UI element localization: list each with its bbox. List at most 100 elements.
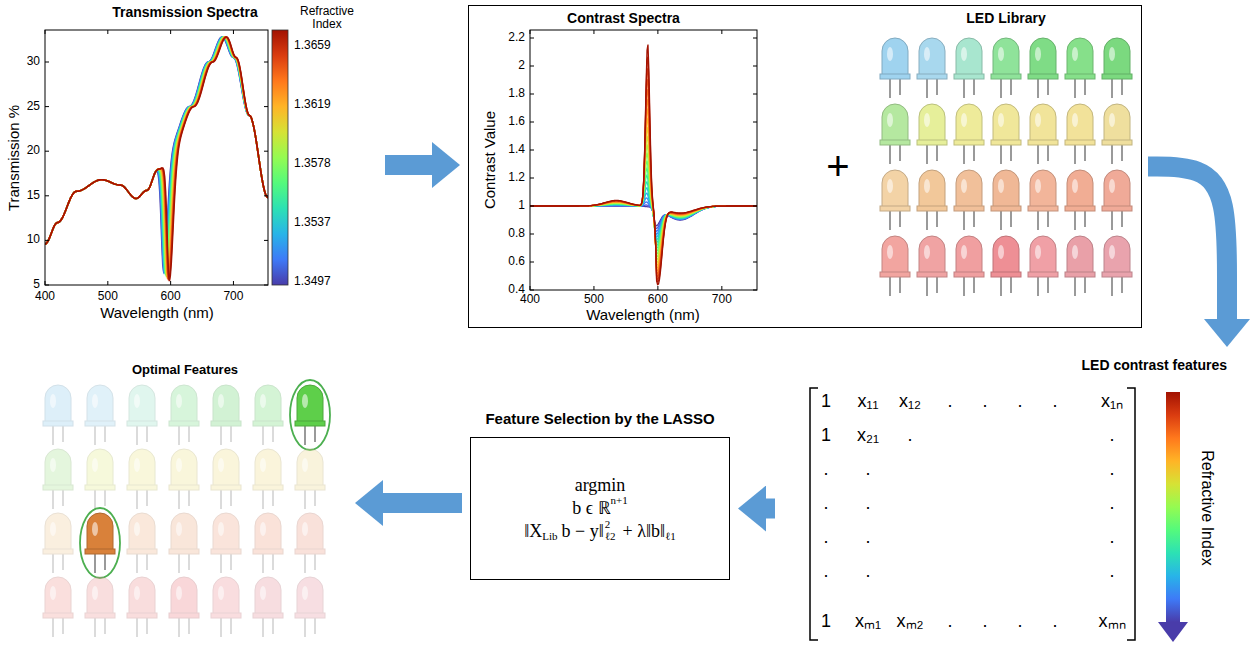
- led-flange: [85, 549, 115, 554]
- led-leg: [314, 618, 316, 634]
- matrix-entry: .: [1109, 562, 1114, 582]
- tick-mark: [530, 234, 534, 235]
- matrix-entry: x₁₂: [899, 392, 921, 412]
- axis-label: 500: [584, 293, 604, 306]
- tick-mark: [233, 30, 234, 34]
- led-icon: [880, 236, 910, 296]
- flow-arrow: [1148, 167, 1227, 320]
- led-dome: [1104, 104, 1130, 142]
- led-dome: [919, 38, 945, 76]
- tick-mark: [657, 30, 658, 34]
- led-flange: [880, 74, 910, 79]
- led-highlight: [1109, 47, 1115, 61]
- led-leg: [104, 618, 106, 634]
- matrix-entry: .: [823, 494, 828, 514]
- formula-term: Lib: [542, 530, 557, 544]
- led-highlight: [50, 586, 56, 600]
- tick-mark: [264, 285, 268, 286]
- led-icon: [880, 170, 910, 230]
- axis-label: 0.4: [508, 283, 525, 296]
- led-icon: [127, 385, 157, 445]
- led-flange: [991, 74, 1021, 79]
- led-dome: [255, 385, 281, 423]
- led-icon: [43, 385, 73, 445]
- matrix-entry: 1: [821, 426, 831, 446]
- matrix-entry: .: [982, 392, 987, 412]
- led-icon: [1102, 236, 1132, 296]
- matrix-entry: .: [1052, 612, 1057, 632]
- led-dome: [297, 513, 323, 551]
- axis-label: 1.3537: [294, 216, 331, 229]
- led-highlight: [924, 113, 930, 127]
- axis-label: 1.3619: [294, 98, 331, 111]
- led-highlight: [260, 394, 266, 408]
- led-flange: [917, 206, 947, 211]
- tick-mark: [530, 66, 534, 67]
- led-dome: [297, 449, 323, 487]
- contrast-curve: [530, 206, 757, 226]
- led-icon: [917, 38, 947, 98]
- led-leg: [1037, 145, 1039, 164]
- led-highlight: [50, 458, 56, 472]
- led-leg: [1121, 211, 1123, 227]
- led-icon: [991, 236, 1021, 296]
- led-leg: [963, 79, 965, 98]
- led-leg: [1037, 211, 1039, 230]
- led-leg: [272, 618, 274, 634]
- led-icon: [1102, 170, 1132, 230]
- tick-mark: [45, 30, 46, 34]
- plot-frame: [45, 30, 268, 285]
- axis-label: 1.6: [508, 115, 525, 128]
- led-leg: [188, 426, 190, 442]
- led-dome: [956, 170, 982, 208]
- led-leg: [1037, 79, 1039, 98]
- led-leg: [262, 554, 264, 573]
- axis-label: 0.6: [508, 255, 525, 268]
- lasso-box: Feature Selection by the LASSOargminb ϵ …: [470, 437, 730, 580]
- led-highlight: [260, 522, 266, 536]
- led-leg: [272, 426, 274, 442]
- spectrum-curve: [45, 37, 268, 271]
- axis-label: 600: [648, 293, 668, 306]
- led-flange: [253, 549, 283, 554]
- tick-mark: [753, 262, 757, 263]
- node-title: LED contrast features: [783, 355, 1252, 373]
- gradient-bar: [1166, 392, 1180, 622]
- led-flange: [880, 272, 910, 277]
- spectrum-curve: [45, 37, 268, 281]
- colorbar: [272, 30, 288, 285]
- led-highlight: [1072, 179, 1078, 193]
- axis-label: 600: [161, 290, 181, 303]
- led-dome: [87, 385, 113, 423]
- spectrum-curve: [45, 37, 268, 274]
- led-flange: [211, 485, 241, 490]
- axis-label: 5: [33, 278, 40, 291]
- led-icon: [253, 385, 283, 445]
- led-leg: [973, 211, 975, 227]
- script-stack: 2ℓ2: [605, 519, 616, 542]
- led-highlight: [50, 522, 56, 536]
- led-leg: [1000, 145, 1002, 164]
- process-box: Contrast SpectraLED Library: [468, 5, 1142, 328]
- led-icon: [169, 513, 199, 573]
- axis-label: 1.4: [508, 143, 525, 156]
- formula-line: ‖XLibb − y‖2ℓ2+ λ‖b‖ℓ1: [524, 519, 676, 542]
- led-dome: [1030, 104, 1056, 142]
- contrast-curve: [530, 45, 757, 285]
- led-leg: [963, 211, 965, 230]
- tick-mark: [753, 234, 757, 235]
- contrast-chart: [530, 30, 757, 290]
- contrast-curve: [530, 153, 757, 254]
- led-dome: [1067, 38, 1093, 76]
- tick-mark: [530, 122, 534, 123]
- curve-group: [530, 45, 757, 285]
- led-leg: [220, 618, 222, 637]
- led-flange: [954, 74, 984, 79]
- led-leg: [1074, 145, 1076, 164]
- formula-term: ℓ2: [605, 531, 616, 543]
- axis-title: Contrast Value: [482, 111, 499, 209]
- tick-mark: [264, 195, 268, 196]
- matrix-entry: .: [823, 460, 828, 480]
- led-flange: [127, 421, 157, 426]
- formula-term: 2: [605, 519, 616, 531]
